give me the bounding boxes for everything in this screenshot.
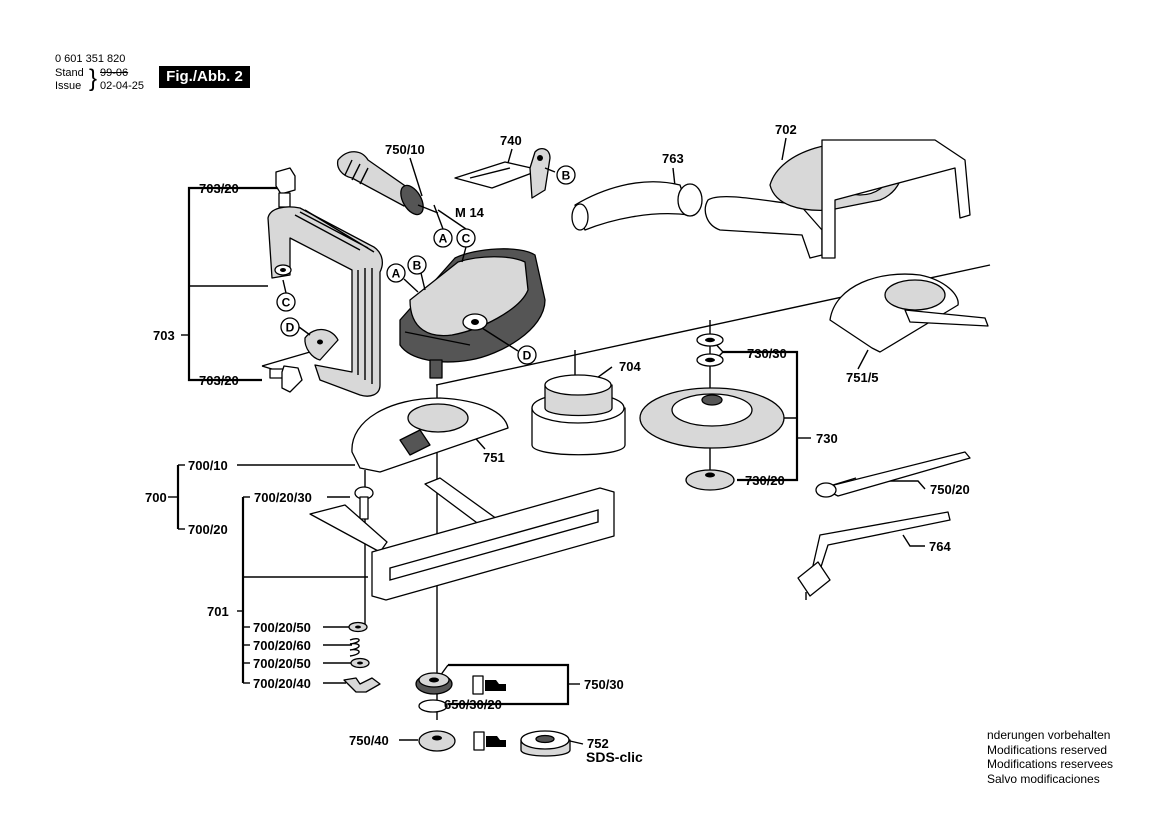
guard-751-5: [829, 273, 989, 353]
note-line-1: nderungen vorbehalten: [987, 728, 1111, 742]
label-750-20: 750/20: [930, 482, 970, 497]
bolt-703-20-bottom: [269, 365, 303, 393]
note-line-4: Salvo modificaciones: [987, 771, 1100, 786]
label-700-20: 700/20: [188, 522, 228, 537]
pin-wrench-764: [797, 511, 951, 600]
cutting-guard-702: [704, 139, 971, 259]
label-703-20-top: 703/20: [199, 181, 239, 196]
wrench-750-20: [815, 451, 971, 498]
washers-730-30: [696, 333, 724, 367]
part-number: 0 601 351 820: [55, 53, 126, 65]
label-650-30-20: 650/30/20: [444, 697, 502, 712]
label-700-20-40: 700/20/40: [253, 676, 311, 691]
label-750-30: 750/30: [584, 677, 624, 692]
label-730-20: 730/20: [745, 473, 785, 488]
label-700-20-30: 700/20/30: [254, 490, 312, 505]
flange-750-30: [415, 672, 453, 713]
label-sds-clic: SDS-clic: [586, 749, 643, 765]
stand-label: Stand: [55, 67, 84, 79]
callout-c-top: C: [462, 232, 471, 246]
label-740: 740: [500, 133, 522, 148]
callout-d-body: D: [523, 349, 532, 363]
label-703: 703: [153, 328, 175, 343]
label-752: 752: [587, 736, 609, 751]
guard-751: [351, 397, 509, 473]
label-701: 701: [207, 604, 229, 619]
adapter-704: [531, 374, 626, 456]
plate-740: [454, 147, 551, 199]
sds-clic-nut-752: [520, 730, 571, 757]
side-handle-750-10: [336, 151, 439, 216]
flange-symbol-bottom: [473, 731, 506, 751]
label-700: 700: [145, 490, 167, 505]
label-751: 751: [483, 450, 505, 465]
label-703-20-bottom: 703/20: [199, 373, 239, 388]
label-702: 702: [775, 122, 797, 137]
label-700-10: 700/10: [188, 458, 228, 473]
figure-label: Fig./Abb. 2: [159, 66, 250, 88]
callout-d-bracket: D: [286, 321, 295, 335]
hose-763: [571, 181, 703, 231]
label-763: 763: [662, 151, 684, 166]
callout-a-body: A: [392, 267, 401, 281]
label-730: 730: [816, 431, 838, 446]
callout-b-740: B: [562, 169, 571, 183]
label-730-30: 730/30: [747, 346, 787, 361]
label-750-40: 750/40: [349, 733, 389, 748]
bolt-700-20-30: [354, 486, 374, 520]
label-704: 704: [619, 359, 641, 374]
modification-notes: nderungen vorbehalten Modifications rese…: [987, 728, 1113, 786]
handle-bracket-703: [267, 206, 383, 397]
label-700-20-60: 700/20/60: [253, 638, 311, 653]
callout-b-body: B: [413, 259, 422, 273]
grinder-body: [399, 248, 546, 379]
bolt-703-20-top: [275, 167, 296, 208]
flange-730-20: [685, 469, 735, 491]
washer-stack-700-20: [343, 621, 381, 693]
bracket-plate-d: [304, 328, 339, 361]
grinding-disc-730: [639, 387, 785, 449]
issue-value: 02-04-25: [100, 80, 145, 92]
callout-markers: A C B A B C D D: [276, 165, 576, 365]
flange-750-40: [418, 730, 456, 752]
label-700-20-50-a: 700/20/50: [253, 620, 311, 635]
callout-a-top: A: [439, 232, 448, 246]
callout-c-bracket: C: [282, 296, 291, 310]
part-labels: 703/20 703 703/20 750/10 M 14 740 763 70…: [145, 122, 970, 765]
label-751-5: 751/5: [846, 370, 879, 385]
label-m14: M 14: [455, 205, 485, 220]
label-700-20-50-b: 700/20/50: [253, 656, 311, 671]
brace-glyph: }: [89, 65, 98, 92]
note-line-2: Modifications reserved: [987, 742, 1108, 757]
guide-sled-700: [309, 477, 615, 601]
stand-value: 99-06: [100, 67, 129, 79]
note-line-3: Modifications reservees: [987, 757, 1114, 771]
flange-symbol-top: [472, 675, 506, 695]
issue-label: Issue: [55, 80, 82, 92]
label-750-10: 750/10: [385, 142, 425, 157]
label-764: 764: [929, 539, 951, 554]
